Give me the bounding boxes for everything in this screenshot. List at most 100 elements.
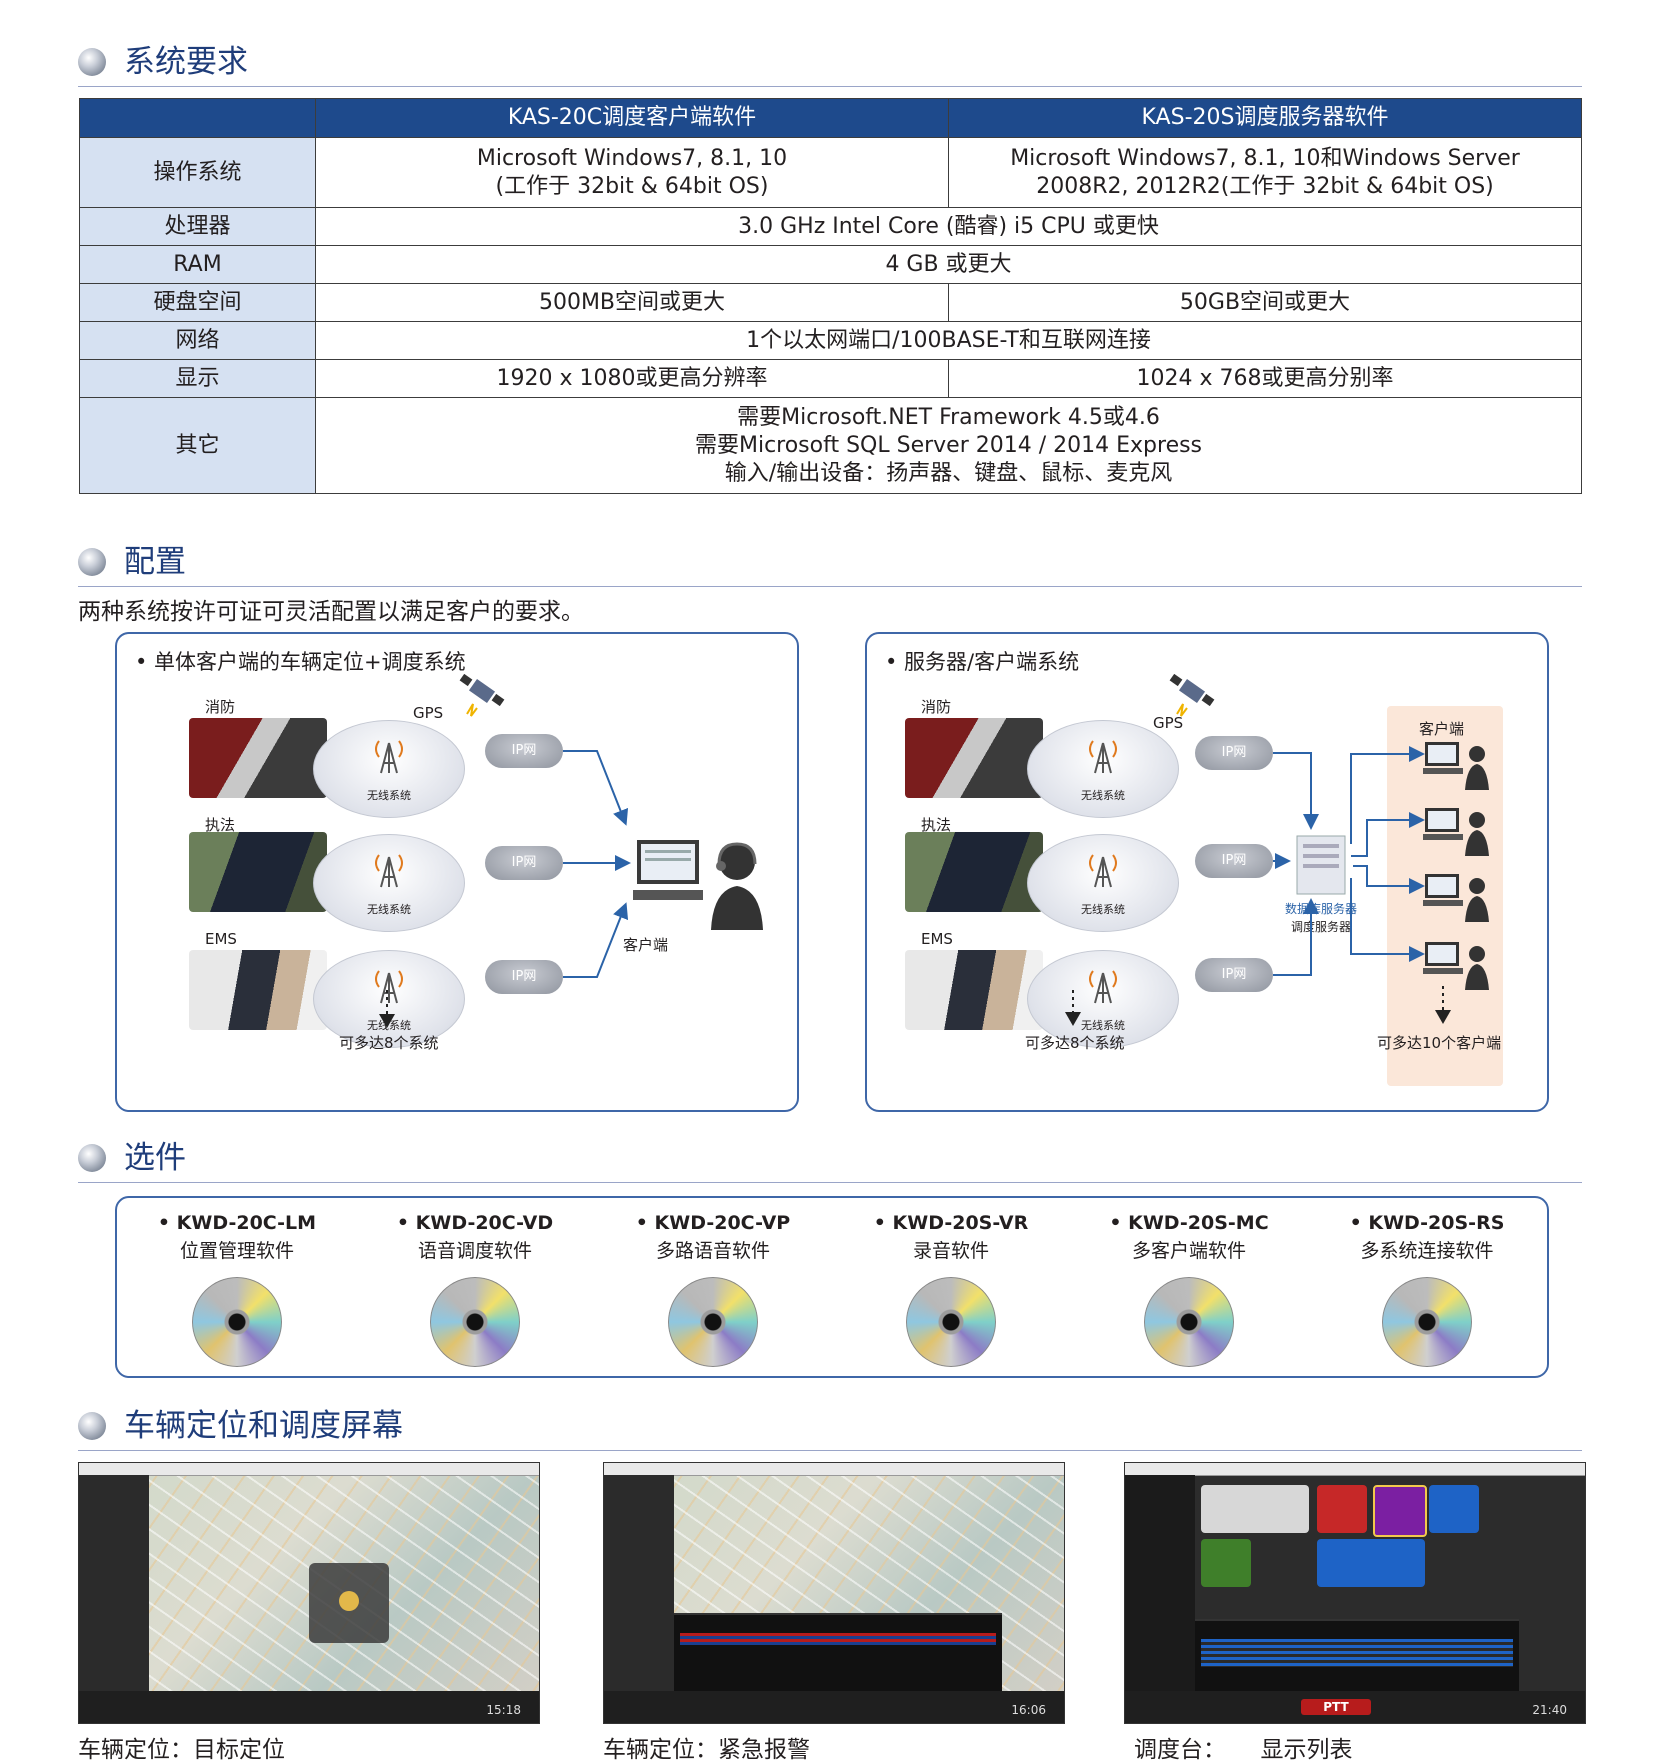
cell-line: Microsoft Windows7, 8.1, 10和Windows Serv… (1010, 145, 1520, 171)
group-tile[interactable] (1317, 1485, 1367, 1533)
screenshot-emergency-alert: 16:06 (603, 1462, 1065, 1724)
ip-network-label: IP网 (511, 855, 537, 870)
option-item: • KWD-20S-VR 录音软件 (851, 1212, 1051, 1367)
ip-network-label: IP网 (1221, 967, 1247, 982)
client-workstation (1423, 938, 1489, 994)
options-panel: • KWD-20C-LM 位置管理软件 • KWD-20C-VD 语音调度软件 … (115, 1196, 1549, 1378)
antenna-icon (1089, 970, 1117, 1004)
ip-network-label: IP网 (1221, 745, 1247, 760)
gps-label: GPS (1153, 714, 1184, 732)
ip-network-label: IP网 (511, 969, 537, 984)
option-code: • KWD-20C-VD (396, 1212, 554, 1234)
unit-list-sidebar (79, 1475, 149, 1703)
label-police: 执法 (205, 816, 236, 834)
radio-system-oval: 无线系统 (313, 720, 465, 818)
client-workstation (1423, 870, 1489, 926)
label-fire: 消防 (205, 698, 236, 716)
cell-cpu: 3.0 GHz Intel Core (酷睿) i5 CPU 或更快 (315, 207, 1582, 246)
table-row: 处理器 3.0 GHz Intel Core (酷睿) i5 CPU 或更快 (79, 207, 1582, 246)
section-heading-config: 配置 (78, 540, 1582, 587)
section-title: 系统要求 (124, 44, 248, 80)
screenshot-caption: 调度台： 显示列表 (1134, 1737, 1353, 1763)
table-corner (79, 98, 316, 138)
cloud-icon: IP网 (485, 846, 563, 880)
cd-disc-icon (430, 1277, 520, 1367)
option-item: • KWD-20S-RS 多系统连接软件 (1327, 1212, 1527, 1367)
window-toolbar (1125, 1463, 1585, 1476)
group-tile[interactable] (1317, 1539, 1425, 1587)
panel-title: • 单体客户端的车辆定位+调度系统 (135, 650, 466, 674)
cell-display-server: 1024 x 768或更高分别率 (948, 359, 1582, 398)
radio-system-oval: 无线系统 (1027, 720, 1179, 818)
option-desc: 多客户端软件 (1131, 1240, 1246, 1262)
section-heading-options: 选件 (78, 1136, 1582, 1183)
cell-line: 输入/输出设备：扬声器、键盘、鼠标、麦克风 (724, 460, 1173, 486)
cell-line: (工作于 32bit & 64bit OS) (495, 173, 769, 199)
group-tile[interactable] (1429, 1485, 1479, 1533)
patch-group-tile[interactable] (1201, 1485, 1309, 1533)
clock-display: 15:18 (486, 1703, 521, 1717)
cd-disc-icon (668, 1277, 758, 1367)
up-to-10-clients-note: 可多达10个客户端 (1377, 1034, 1502, 1052)
cell-disk-server: 50GB空间或更大 (948, 283, 1582, 322)
radio-system-oval: 无线系统 (313, 950, 465, 1048)
radio-system-label: 无线系统 (1081, 903, 1125, 916)
screenshot-dispatch-console: PTT 21:40 (1124, 1462, 1586, 1724)
radio-system-oval: 无线系统 (1027, 950, 1179, 1048)
group-tile[interactable] (1373, 1485, 1427, 1537)
table-row: 其它 需要Microsoft.NET Framework 4.5或4.6 需要M… (79, 397, 1582, 494)
ptt-button[interactable]: PTT (1301, 1699, 1371, 1715)
antenna-icon (1089, 740, 1117, 774)
antenna-icon (375, 854, 403, 888)
table-row: RAM 4 GB 或更大 (79, 245, 1582, 284)
connection-arrows (379, 750, 631, 1028)
dispatch-server-label: 调度服务器 (1291, 920, 1352, 934)
screenshot-target-location: 15:18 (78, 1462, 540, 1724)
up-to-8-systems-note: 可多达8个系统 (1025, 1034, 1125, 1052)
row-label-network: 网络 (79, 321, 316, 360)
cell-network: 1个以太网端口/100BASE-T和互联网连接 (315, 321, 1582, 360)
config-panel-server-client: • 服务器/客户端系统 客户端 消防 执法 EMS 无线系统 无线系统 无线系统… (865, 632, 1549, 1112)
satellite-icon (1169, 674, 1215, 717)
up-to-8-systems-note: 可多达8个系统 (339, 1034, 439, 1052)
cd-disc-icon (1382, 1277, 1472, 1367)
antenna-icon (375, 970, 403, 1004)
option-desc: 多系统连接软件 (1360, 1240, 1494, 1262)
option-desc: 录音软件 (912, 1240, 989, 1262)
clock-display: 21:40 (1532, 1703, 1567, 1717)
computer-icon (1423, 742, 1489, 790)
fire-truck-photo (189, 718, 327, 798)
option-item: • KWD-20S-MC 多客户端软件 (1089, 1212, 1289, 1367)
computer-icon (1423, 874, 1489, 922)
radio-system-label: 无线系统 (367, 903, 411, 916)
option-desc: 多路语音软件 (655, 1240, 770, 1262)
cell-line: 需要Microsoft.NET Framework 4.5或4.6 (737, 404, 1160, 430)
option-item: • KWD-20C-VP 多路语音软件 (613, 1212, 813, 1367)
computer-icon (633, 840, 703, 900)
option-code: • KWD-20S-MC (1109, 1212, 1269, 1234)
row-label-ram: RAM (79, 245, 316, 284)
radio-system-label: 无线系统 (367, 1019, 411, 1032)
police-photo (905, 832, 1043, 912)
table-header-row: KAS-20C调度客户端软件 KAS-20S调度服务器软件 (79, 98, 1582, 138)
cloud-icon: IP网 (485, 960, 563, 994)
radio-control-popup (309, 1563, 389, 1643)
radio-system-label: 无线系统 (367, 789, 411, 802)
client-workstation (1423, 804, 1489, 860)
client-area-label: 客户端 (1419, 720, 1465, 738)
label-ems: EMS (921, 930, 953, 948)
radio-system-oval: 无线系统 (1027, 834, 1179, 932)
label-police: 执法 (921, 816, 952, 834)
cloud-icon: IP网 (1195, 736, 1273, 770)
row-label-other: 其它 (79, 397, 316, 494)
client-label: 客户端 (623, 936, 669, 954)
clock-display: 16:06 (1011, 1703, 1046, 1717)
panel-title: • 服务器/客户端系统 (885, 650, 1080, 674)
call-log-panel (1195, 1619, 1519, 1691)
ems-photo (189, 950, 327, 1030)
group-tile[interactable] (1201, 1539, 1251, 1587)
col-header-client: KAS-20C调度客户端软件 (315, 98, 949, 138)
client-workstation (1423, 738, 1489, 794)
volume-knob-icon (339, 1591, 359, 1611)
screenshot-caption: 车辆定位：目标定位 (78, 1737, 285, 1763)
